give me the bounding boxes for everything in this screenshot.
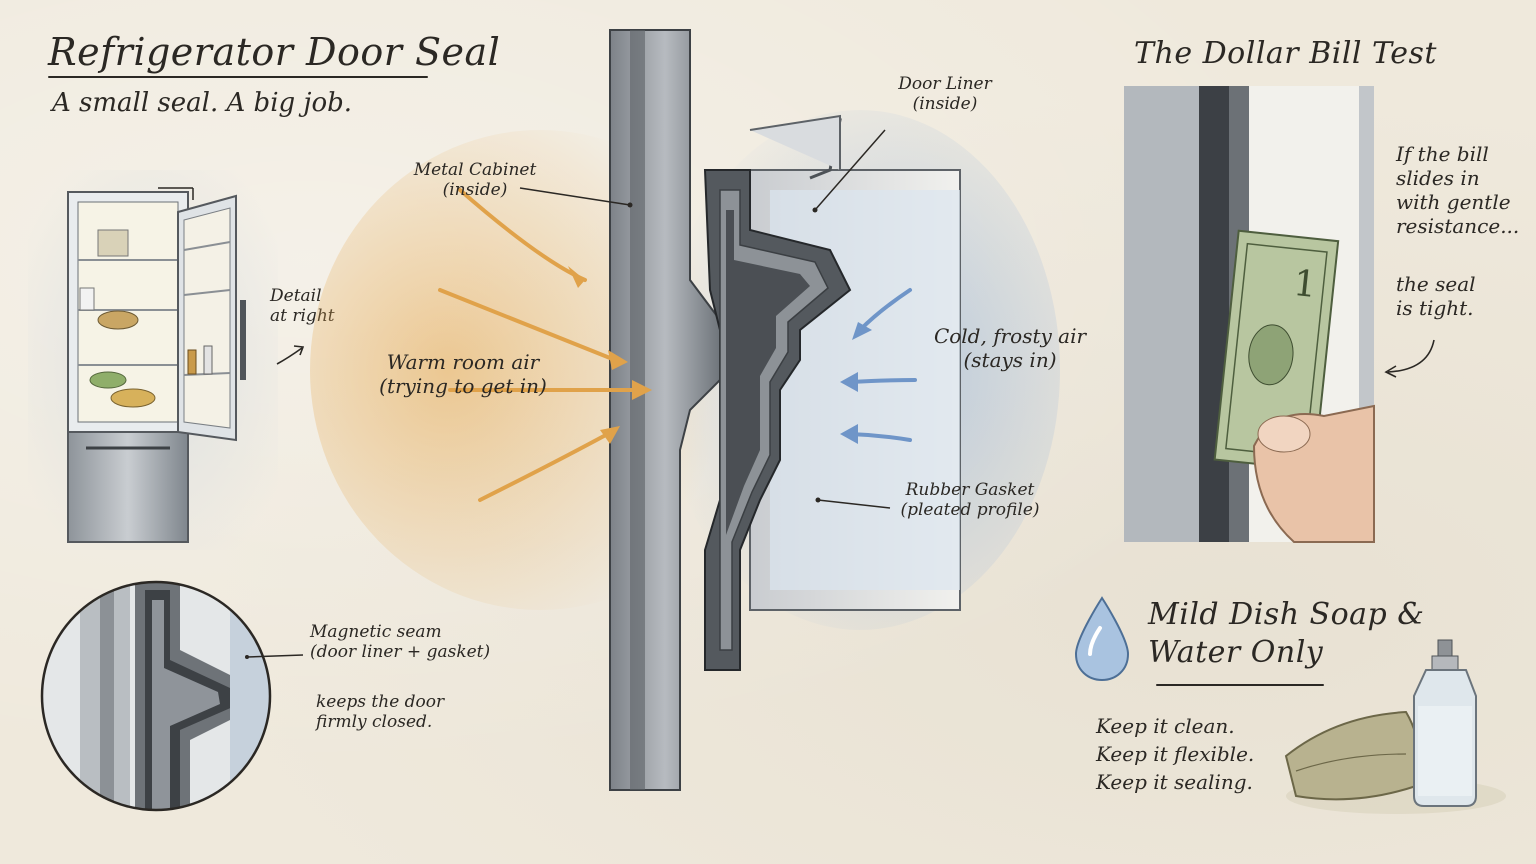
cleaning-tips: Keep it clean. Keep it flexible. Keep it…: [1096, 714, 1255, 794]
dollar-test-arrow-icon: [1384, 339, 1435, 378]
metal-cabinet-label: Metal Cabinet (inside): [413, 160, 537, 201]
title-underline: [48, 76, 428, 78]
dollar-test-note-1: If the bill slides in with gentle resist…: [1396, 142, 1520, 238]
cleaning-underline: [1156, 684, 1324, 686]
page-subtitle: A small seal. A big job.: [52, 88, 353, 118]
door-liner-label: Door Liner (inside): [898, 74, 992, 115]
cold-air-label: Cold, frosty air (stays in): [933, 324, 1087, 372]
detail-arrow-icon: [276, 345, 305, 365]
gasket-cross-section: [310, 29, 1060, 791]
magnetic-seam-callout: Magnetic seam (door liner + gasket): [310, 622, 491, 663]
magnified-seam-detail: [40, 580, 272, 812]
soap-bottle-and-cloth-illustration: [1284, 639, 1506, 814]
page-title: Refrigerator Door Seal: [48, 30, 501, 74]
rubber-gasket-label: Rubber Gasket (pleated profile): [900, 480, 1040, 521]
water-drop-icon: [1074, 596, 1130, 682]
fridge-illustration: [28, 170, 278, 550]
dollar-test-note-2: the seal is tight.: [1396, 272, 1476, 320]
magnified-leader-line: [245, 654, 304, 659]
dollar-test-title: The Dollar Bill Test: [1134, 36, 1437, 71]
svg-text:1: 1: [1291, 263, 1318, 306]
magnetic-seam-description: keeps the door firmly closed.: [316, 692, 445, 733]
warm-air-label: Warm room air (trying to get in): [379, 350, 547, 398]
dollar-bill-illustration: 1: [1124, 86, 1375, 543]
cleaning-title: Mild Dish Soap & Water Only: [1148, 597, 1425, 670]
